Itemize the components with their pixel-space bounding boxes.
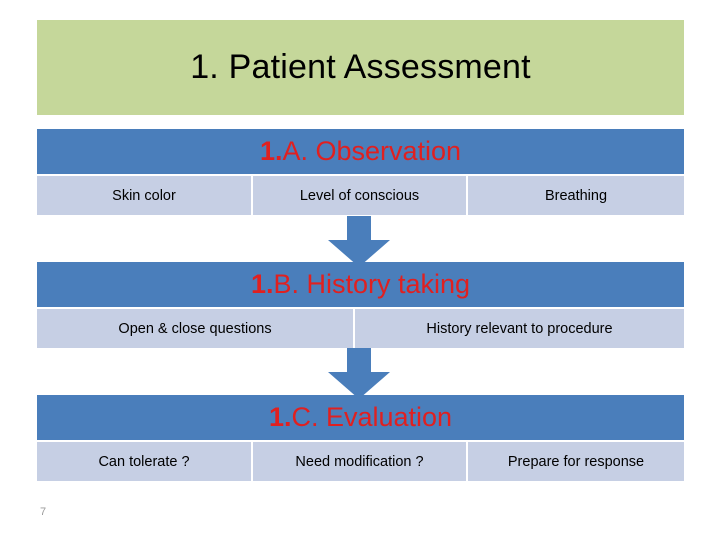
item-prepare-for-response[interactable]: Prepare for response bbox=[468, 442, 684, 481]
group-c-header-label: 1.C. Evaluation bbox=[269, 404, 452, 431]
group-c-header-title: C. Evaluation bbox=[291, 402, 453, 432]
item-can-tolerate[interactable]: Can tolerate ? bbox=[37, 442, 253, 481]
group-c-items: Can tolerate ? Need modification ? Prepa… bbox=[37, 442, 684, 481]
group-b-header: 1.B. History taking bbox=[37, 262, 684, 307]
item-level-of-conscious[interactable]: Level of conscious bbox=[253, 176, 468, 215]
group-b-header-label: 1.B. History taking bbox=[251, 271, 470, 298]
group-c-header: 1.C. Evaluation bbox=[37, 395, 684, 440]
group-b-header-number: 1. bbox=[250, 269, 274, 299]
item-skin-color[interactable]: Skin color bbox=[37, 176, 253, 215]
down-arrow-icon-b-to-c bbox=[327, 348, 391, 400]
group-history-taking: 1.B. History taking Open & close questio… bbox=[37, 262, 684, 348]
group-observation: 1.A. Observation Skin color Level of con… bbox=[37, 129, 684, 215]
item-open-close-questions[interactable]: Open & close questions bbox=[37, 309, 355, 348]
group-b-header-title: B. History taking bbox=[273, 269, 471, 299]
slide-page-number: 7 bbox=[40, 506, 47, 518]
down-arrow-icon-a-to-b bbox=[327, 216, 391, 268]
group-a-items: Skin color Level of conscious Breathing bbox=[37, 176, 684, 215]
item-breathing[interactable]: Breathing bbox=[468, 176, 684, 215]
group-a-header-number: 1. bbox=[259, 136, 283, 166]
group-b-items: Open & close questions History relevant … bbox=[37, 309, 684, 348]
item-need-modification[interactable]: Need modification ? bbox=[253, 442, 468, 481]
group-a-header-title: A. Observation bbox=[282, 136, 462, 166]
group-a-header: 1.A. Observation bbox=[37, 129, 684, 174]
slide-title: 1. Patient Assessment bbox=[190, 48, 531, 86]
group-a-header-label: 1.A. Observation bbox=[260, 138, 461, 165]
group-evaluation: 1.C. Evaluation Can tolerate ? Need modi… bbox=[37, 395, 684, 481]
slide-title-banner: 1. Patient Assessment bbox=[37, 20, 684, 115]
group-c-header-number: 1. bbox=[268, 402, 292, 432]
item-history-relevant-to-procedure[interactable]: History relevant to procedure bbox=[355, 309, 684, 348]
